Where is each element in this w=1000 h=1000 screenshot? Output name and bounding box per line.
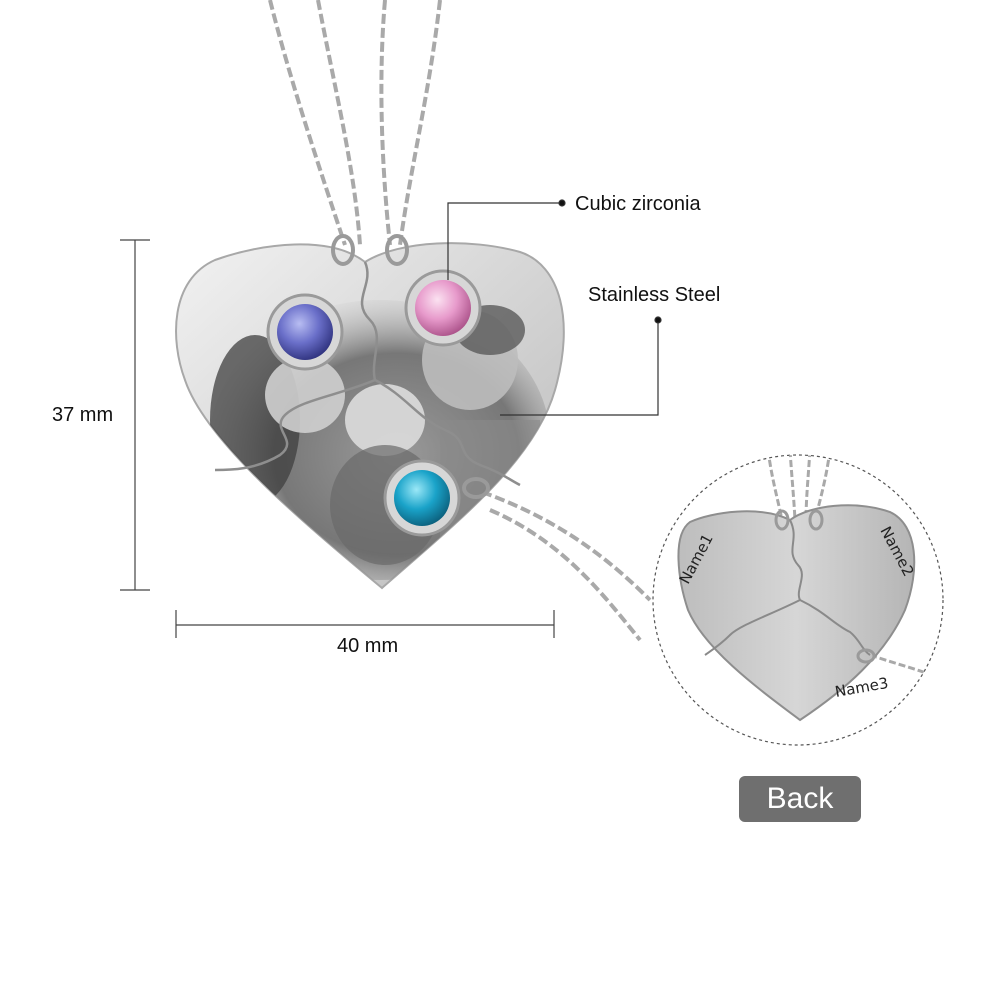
height-label: 37 mm	[52, 404, 114, 426]
back-view-inset: Name1 Name2 Name3 Name3	[652, 454, 944, 746]
width-label: 40 mm	[337, 635, 399, 657]
engraved-photo	[210, 300, 550, 580]
width-dimension	[175, 610, 555, 638]
birthstone-right	[404, 269, 482, 347]
chains	[268, 0, 652, 642]
height-dimension	[120, 239, 150, 591]
callout-lines	[447, 199, 662, 416]
birthstone-bottom	[383, 459, 461, 537]
back-button[interactable]: Back	[739, 776, 861, 822]
stainless-steel-label: Stainless Steel	[588, 284, 721, 306]
birthstone-left	[266, 293, 344, 371]
front-heart-pendant	[175, 234, 565, 590]
cubic-zirconia-label: Cubic zirconia	[575, 193, 701, 215]
